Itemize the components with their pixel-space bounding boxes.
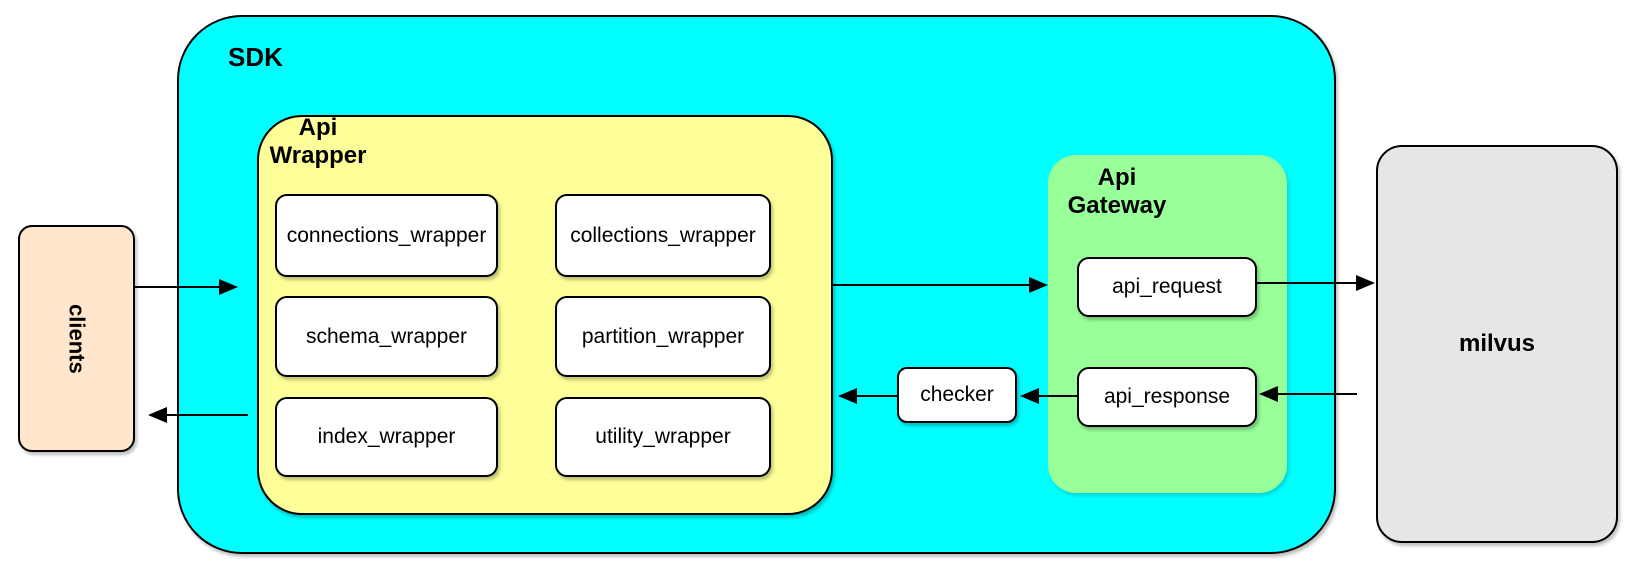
checker-node: checker xyxy=(897,367,1017,423)
module-connections-wrapper: connections_wrapper xyxy=(275,194,498,277)
module-partition-wrapper: partition_wrapper xyxy=(555,296,771,377)
module-utility-wrapper: utility_wrapper xyxy=(555,397,771,477)
milvus-label: milvus xyxy=(1458,330,1536,357)
module-index-wrapper: index_wrapper xyxy=(275,397,498,477)
clients-node: clients xyxy=(18,225,135,452)
module-collections-wrapper: collections_wrapper xyxy=(555,194,771,277)
sdk-label: SDK xyxy=(228,42,283,72)
api-response-node: api_response xyxy=(1077,367,1257,427)
api-wrapper-label: Api Wrapper xyxy=(269,114,367,169)
milvus-node: milvus xyxy=(1376,145,1618,543)
clients-label: clients xyxy=(64,303,90,374)
api-request-node: api_request xyxy=(1077,257,1257,317)
module-schema-wrapper: schema_wrapper xyxy=(275,296,498,377)
api-gateway-label: Api Gateway xyxy=(1067,164,1167,219)
api-gateway-container xyxy=(1048,155,1287,493)
